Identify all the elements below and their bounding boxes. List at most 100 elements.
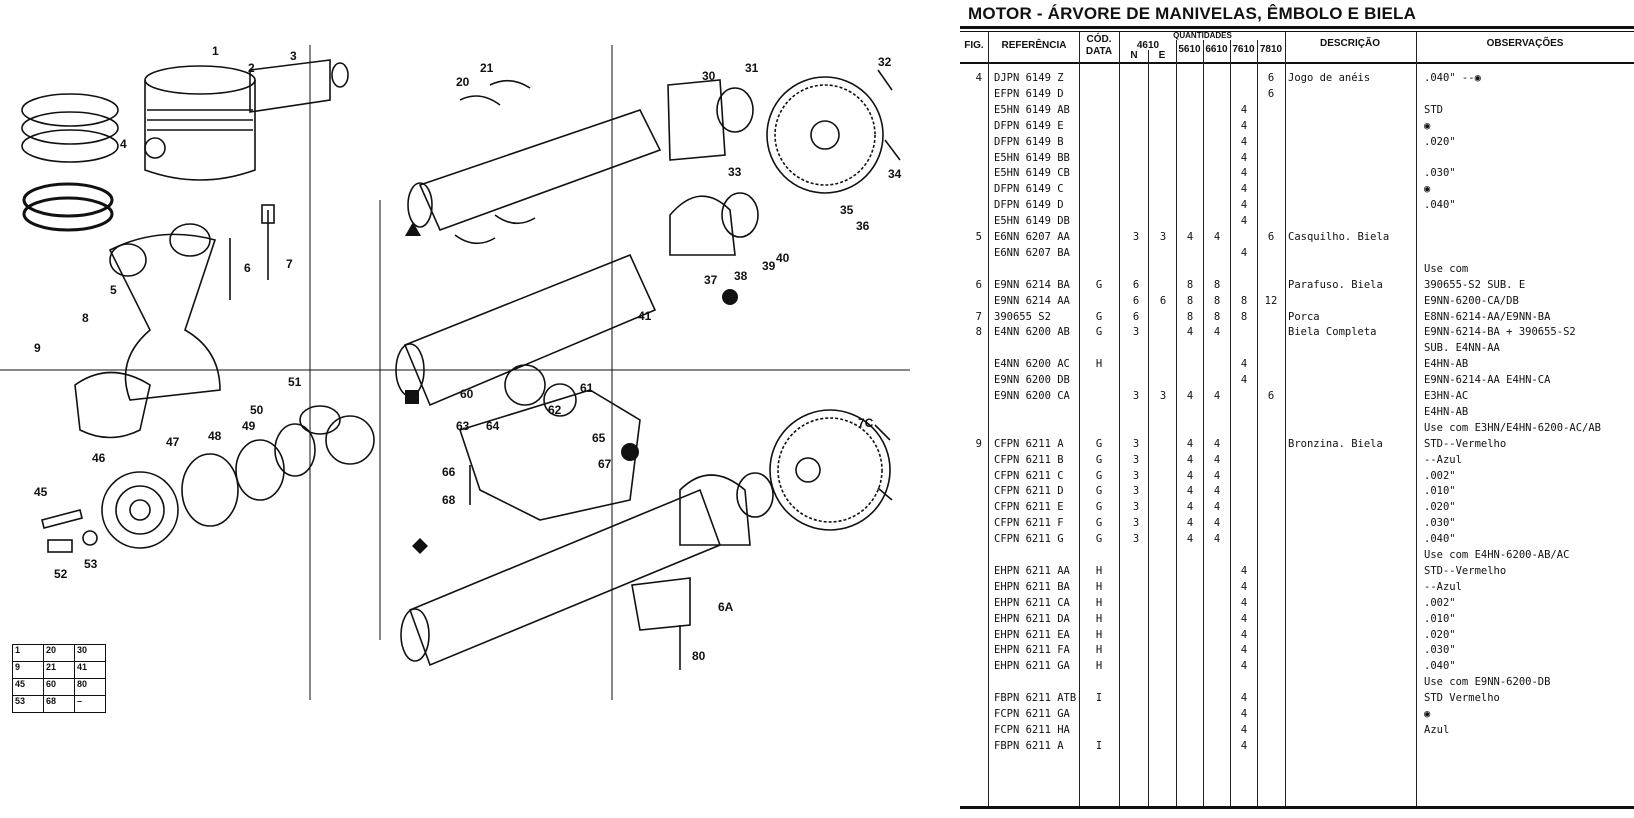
cell-q6610: 4 (1213, 437, 1221, 450)
callout: 36 (856, 219, 870, 233)
cell-q7610: 4 (1240, 708, 1248, 720)
cell-q7610: 4 (1240, 103, 1248, 116)
cell-ref: CFPN 6211 G (994, 533, 1064, 546)
column-divider (988, 32, 989, 806)
cell-n: 3 (1132, 469, 1140, 482)
cell-cod: H (1095, 564, 1103, 577)
fig-cell: 53 (12, 695, 44, 713)
header-e: E (1158, 50, 1166, 61)
callout: 31 (745, 61, 759, 75)
cell-fig: 5 (975, 231, 982, 243)
connecting-rod-shape (108, 233, 221, 401)
cell-cod: G (1095, 517, 1103, 530)
cell-q5610: 4 (1186, 533, 1194, 546)
cell-n: 3 (1132, 390, 1140, 402)
cell-q7810: 6 (1267, 390, 1275, 402)
cell-obs: .020" (1424, 135, 1456, 148)
cell-q6610: 4 (1213, 390, 1221, 402)
square-marker-icon (405, 390, 419, 404)
cell-q6610: 8 (1213, 278, 1221, 291)
cell-ref: E6NN 6207 BA (994, 246, 1070, 259)
cell-ref: CFPN 6211 D (994, 485, 1064, 498)
cell-obs: E3HN-AC (1424, 390, 1469, 402)
cell-q7610: 4 (1240, 580, 1248, 593)
cell-q7610: 4 (1240, 692, 1248, 705)
column-divider (1119, 32, 1120, 806)
cell-ref: DJPN 6149 Z (994, 72, 1064, 84)
cell-fig: 9 (975, 437, 982, 450)
callout: 6A (718, 600, 734, 614)
table-row: Use com E3HN/E4HN-6200-AC/AB (960, 420, 1634, 436)
cell-ref: FCPN 6211 HA (994, 723, 1070, 736)
cell-ref: DFPN 6149 E (994, 119, 1064, 132)
cell-ref: E5HN 6149 DB (994, 215, 1070, 228)
callout: 65 (592, 431, 606, 445)
table-row: E5HN 6149 DB 4 (960, 213, 1634, 229)
header-data: DATA (1085, 46, 1113, 57)
callout: 45 (34, 485, 48, 499)
cell-q6610: 4 (1213, 501, 1221, 514)
cell-q6610: 4 (1213, 517, 1221, 530)
cell-q7610: 4 (1240, 135, 1248, 148)
callout: 8 (82, 311, 89, 325)
header-4610: 4610 (1136, 40, 1160, 51)
column-divider (1230, 40, 1231, 806)
callout: 68 (442, 493, 456, 507)
header-top-rule (960, 31, 1634, 32)
title-rule (960, 26, 1634, 29)
cell-ref: EFPN 6149 D (994, 87, 1064, 100)
cell-obs: --Azul (1424, 580, 1462, 593)
oil-pump-housing-shape (458, 389, 641, 521)
cell-obs: E8NN-6214-AA/E9NN-BA (1424, 310, 1551, 323)
callout: 60 (460, 387, 474, 401)
cell-n: 3 (1132, 437, 1140, 450)
cell-q7610: 4 (1240, 215, 1248, 228)
cell-obs: .020" (1424, 628, 1456, 641)
cell-ref: E9NN 6214 AA (994, 294, 1070, 307)
cell-cod: H (1095, 596, 1103, 609)
cell-q7610: 4 (1240, 199, 1248, 212)
cell-q6610: 8 (1213, 294, 1221, 307)
cell-ref: EHPN 6211 DA (994, 612, 1070, 625)
cell-obs: .040" (1424, 533, 1456, 546)
callout: 7C (858, 416, 874, 430)
fig-cell: 68 (43, 695, 75, 713)
cell-ref: 390655 S2 (994, 310, 1051, 323)
cell-q5610: 8 (1186, 294, 1194, 307)
cell-ref: CFPN 6211 F (994, 517, 1064, 530)
piston-shape (144, 65, 256, 95)
column-divider (1416, 32, 1417, 806)
table-row: SUB. E4NN-AA (960, 340, 1634, 356)
cell-obs: --Azul (1424, 453, 1462, 466)
cell-n: 6 (1132, 294, 1140, 307)
callout: 30 (702, 69, 716, 83)
cell-q5610: 4 (1186, 231, 1194, 243)
cell-e: 3 (1159, 231, 1167, 243)
cell-q5610: 4 (1186, 390, 1194, 402)
callout: 52 (54, 567, 68, 581)
cell-obs: .002" (1424, 596, 1456, 609)
callout: 49 (242, 419, 256, 433)
callout: 39 (762, 259, 776, 273)
column-divider (1079, 32, 1080, 806)
cell-cod: H (1095, 628, 1103, 641)
cell-ref: FCPN 6211 GA (994, 708, 1070, 720)
cell-ref: FBPN 6211 A (994, 739, 1064, 752)
piston-ring-shape (21, 93, 119, 127)
cell-desc: Casquilho. Biela (1288, 231, 1390, 243)
callout: 37 (704, 273, 718, 287)
cell-cod: I (1095, 692, 1103, 705)
cell-cod: G (1095, 326, 1103, 339)
cell-fig: 4 (975, 72, 982, 84)
cell-obs: .020" (1424, 501, 1456, 514)
